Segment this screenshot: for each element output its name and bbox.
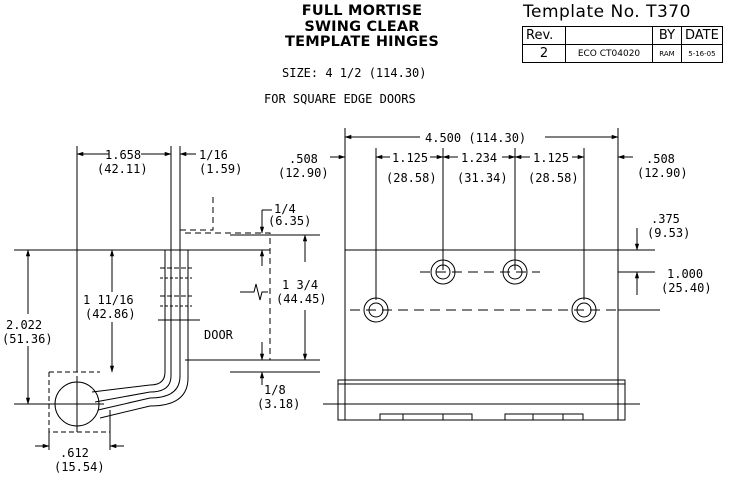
dim-508-right: .508 [646,152,675,166]
revision-table: Rev. BY DATE 2 ECO CT04020 RAM 5-16-05 [522,26,723,63]
dim-1-16-mm: (1.59) [199,162,242,176]
door-label: DOOR [204,328,234,342]
dim-612: .612 [60,446,89,460]
dim-1125-left-mm: (28.58) [386,171,437,185]
dim-1-3-4: 1 3/4 [282,278,318,292]
dim-508-left-mm: (12.90) [278,166,329,180]
front-view [323,128,660,421]
dim-1658-mm: (42.11) [97,162,148,176]
dim-1234-mm: (31.34) [457,171,508,185]
rev-header: Rev. [522,26,566,45]
side-view [14,146,320,450]
dim-375-mm: (9.53) [647,226,690,240]
title-line-2: SWING CLEAR [304,18,420,35]
dim-1125-right-mm: (28.58) [528,171,579,185]
drawing-title: FULL MORTISE SWING CLEAR TEMPLATE HINGES [258,3,466,51]
dim-508-left: .508 [289,152,318,166]
dim-1-3-4-mm: (44.45) [276,292,327,306]
dim-508-right-mm: (12.90) [637,166,688,180]
dim-1-8: 1/8 [264,383,286,397]
title-line-1: FULL MORTISE [301,3,423,19]
dim-4500: 4.500 (114.30) [425,131,526,145]
dim-1000-mm: (25.40) [661,281,712,295]
dim-2022-mm: (51.36) [2,332,53,346]
dim-1-11-16: 1 11/16 [83,293,134,307]
dim-1658: 1.658 [105,148,141,162]
dim-2022: 2.022 [6,318,42,332]
dim-375: .375 [651,212,680,226]
dim-1125-right: 1.125 [533,151,569,165]
dimension-labels: 1.658 (42.11) 1/16 (1.59) 1/4 (6.35) 1 1… [2,131,712,474]
dim-1-4-mm: (6.35) [268,214,311,228]
dim-1-4: 1/4 [274,202,296,216]
dim-1234: 1.234 [461,151,497,165]
title-line-3: TEMPLATE HINGES [285,34,439,50]
rev-date: 5-16-05 [681,44,723,63]
door-type-text: FOR SQUARE EDGE DOORS [264,92,416,106]
dim-1-16: 1/16 [199,148,228,162]
dim-1000: 1.000 [667,267,703,281]
dim-1-8-mm: (3.18) [257,397,300,411]
dim-1-11-16-mm: (42.86) [85,307,136,321]
size-text: SIZE: 4 1/2 (114.30) [282,66,427,80]
template-number: Template No. T370 [523,2,691,22]
dim-612-mm: (15.54) [54,460,105,474]
rev-by: RAM [652,44,682,63]
by-header: BY [652,26,682,45]
dim-1125-left: 1.125 [392,151,428,165]
